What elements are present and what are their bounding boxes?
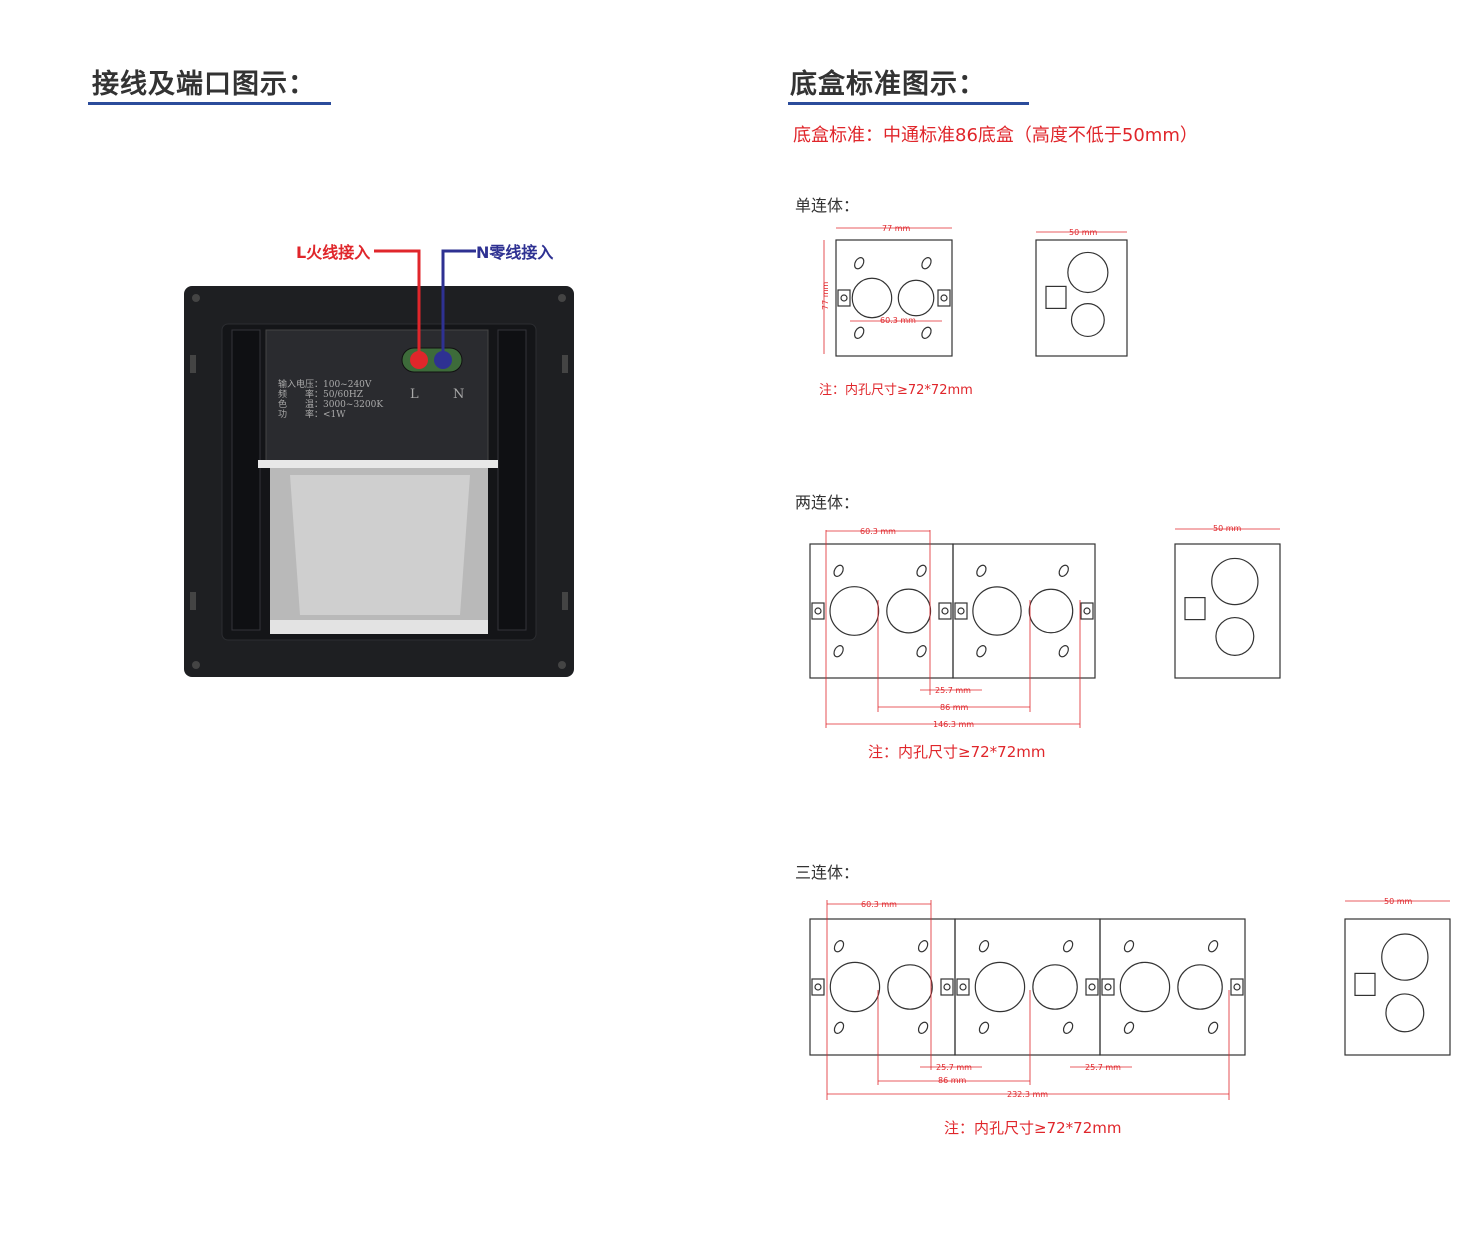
double-total-dim: 146.3 mm: [933, 720, 974, 729]
triple-gap2-dim: 25.7 mm: [1085, 1063, 1121, 1072]
terminal-l-label: L: [410, 387, 419, 402]
backbox-subtitle: 底盒标准：中通标准86底盒（高度不低于50mm）: [793, 125, 1198, 146]
triple-note: 注：内孔尺寸≥72*72mm: [944, 1119, 1121, 1137]
svg-text:N零线接入: N零线接入: [476, 243, 553, 262]
triple-depth-dim: 50 mm: [1384, 897, 1413, 906]
triple-total-dim: 232.3 mm: [1007, 1090, 1048, 1099]
backbox-heading-underline: [788, 102, 1029, 105]
single-height-dim: 77 mm: [821, 281, 830, 310]
single-pitch-dim: 60.3 mm: [880, 316, 916, 325]
double-gang-box-front-2: [952, 543, 1096, 679]
double-depth-dim: 50 mm: [1213, 524, 1242, 533]
triple-gang-box-front-3: [1099, 918, 1246, 1056]
backbox-heading: 底盒标准图示：: [790, 69, 986, 100]
double-gap-dim: 25.7 mm: [935, 686, 971, 695]
single-depth-dim: 50 mm: [1069, 228, 1098, 237]
triple-gap1-dim: 25.7 mm: [936, 1063, 972, 1072]
double-pitch-dim: 60.3 mm: [860, 527, 896, 536]
neutral-terminal-icon: [434, 351, 452, 369]
single-note: 注：内孔尺寸≥72*72mm: [819, 382, 973, 398]
terminal-n-label: N: [453, 387, 464, 402]
single-gang-box-side: [1035, 239, 1128, 357]
triple-pitch-dim: 60.3 mm: [861, 900, 897, 909]
single-gang-box-front: [835, 239, 953, 357]
live-wire-callout: L火线接入: [296, 243, 428, 369]
triple-gang-box-front-1: [809, 918, 956, 1056]
svg-text:输入电压：100~240V: 输入电压：100~240V: [278, 378, 372, 390]
live-terminal-icon: [410, 351, 428, 369]
switch-plate-back: [184, 286, 574, 677]
double-center-dim: 86 mm: [940, 703, 969, 712]
svg-text:功 率：<1W: 功 率：<1W: [278, 408, 346, 420]
triple-gang-label: 三连体：: [795, 863, 860, 882]
single-gang-label: 单连体：: [795, 196, 860, 215]
notes: 注：内孔尺寸≥72*72mm 注：内孔尺寸≥72*72mm 注：内孔尺寸≥72*…: [819, 382, 1121, 1137]
product-label-text: 输入电压：100~240V 频 率：50/60HZ 色 温：3000~3200K…: [278, 378, 464, 420]
triple-gang-box-front-2: [954, 918, 1101, 1056]
single-width-dim: 77 mm: [882, 224, 911, 233]
double-note: 注：内孔尺寸≥72*72mm: [868, 743, 1045, 761]
svg-text:L火线接入: L火线接入: [296, 243, 370, 262]
triple-gang-box-side: [1344, 918, 1451, 1056]
triple-center-dim: 86 mm: [938, 1076, 967, 1085]
svg-text:色 温：3000~3200K: 色 温：3000~3200K: [278, 398, 383, 410]
dimension-labels: 77 mm 77 mm 60.3 mm 50 mm 60.3 mm 25.7 m…: [821, 224, 1413, 1099]
svg-text:频 率：50/60HZ: 频 率：50/60HZ: [278, 388, 363, 400]
double-gang-box-side: [1174, 543, 1281, 679]
wiring-heading: 接线及端口图示：: [92, 69, 316, 100]
neutral-wire-callout: N零线接入: [434, 243, 553, 369]
double-gang-box-front-1: [809, 543, 954, 679]
double-gang-label: 两连体：: [795, 493, 860, 512]
wiring-heading-underline: [88, 102, 331, 105]
